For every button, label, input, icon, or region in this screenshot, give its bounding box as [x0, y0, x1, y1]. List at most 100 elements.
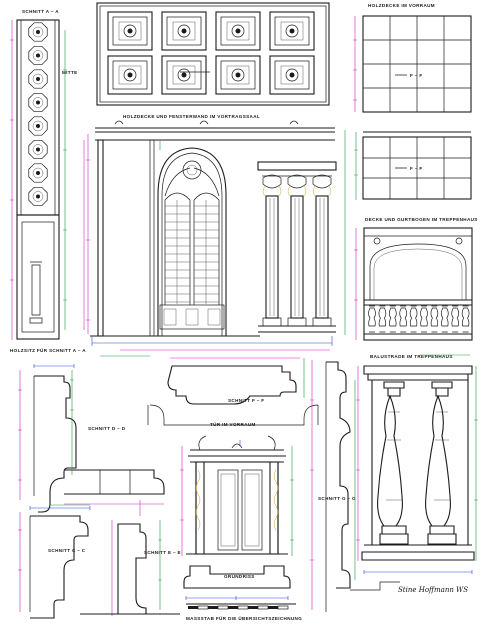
octagon-ornament — [28, 163, 48, 183]
schnitt-dd-label: SCHNITT D – D — [88, 426, 126, 431]
grundriss-label: GRUNDRISS — [224, 574, 255, 579]
coffer-rosette — [231, 24, 245, 38]
ceiling-coffer-grid — [107, 11, 315, 95]
rosette-center — [36, 100, 40, 105]
rosette-ornament — [32, 191, 44, 202]
artist-signature: Stine Hoffmann WS — [398, 586, 468, 594]
gurtbogen-baluster-row — [368, 305, 470, 333]
column-shaft — [265, 195, 279, 319]
coffer-rosette-center — [127, 72, 133, 78]
scale-segment — [268, 606, 278, 609]
corinthian-column-row — [262, 174, 332, 327]
coffer-frame — [107, 11, 153, 51]
rosette-ornament — [32, 167, 44, 179]
coffer-rosette-center — [289, 72, 295, 78]
coffer-rosette-center — [235, 28, 241, 34]
coffer-rosette — [177, 24, 191, 38]
schnitt-dd-panel: SCHNITT D – D — [18, 364, 165, 513]
scale-segment — [248, 606, 258, 609]
rosette-center — [36, 77, 40, 81]
coffer-frame — [269, 55, 315, 95]
scale-segment — [208, 606, 218, 609]
column-capital — [262, 174, 282, 189]
rosette-center — [36, 147, 40, 152]
scale-segment — [257, 605, 269, 610]
small-baluster — [420, 305, 428, 333]
coffer-rosette — [177, 68, 191, 82]
coffer-panel — [226, 65, 250, 85]
column-base — [312, 317, 332, 327]
coffer-rosette — [123, 24, 137, 38]
coffer-frame — [269, 11, 315, 51]
vorraum-section-grid — [363, 137, 471, 199]
mitte-label: MITTE — [62, 70, 78, 75]
small-baluster — [399, 305, 408, 333]
coffer-inner — [112, 16, 148, 46]
holzdecke-fensterwand-label: HOLZDECKE UND FENSTERWAND IM VORTRAGSSAA… — [123, 114, 260, 119]
column-shaft — [315, 195, 329, 319]
schnitt-gg-panel: SCHNITT G – G — [310, 360, 356, 612]
holzdecke-vorraum-label: HOLZDECKE IM VORRAUM — [368, 3, 435, 8]
capital-volute — [287, 185, 307, 197]
vorraum-ceiling-grid — [363, 16, 471, 112]
ff-marker-top: F – F — [410, 73, 422, 78]
rosette-center — [36, 53, 40, 58]
schnitt-cc-panel: SCHNITT C – C — [18, 506, 91, 619]
coffer-rosette-center — [289, 28, 295, 34]
coffer-frame — [107, 55, 153, 95]
scale-segment — [237, 605, 249, 610]
scale-segment — [217, 605, 229, 610]
small-baluster — [461, 305, 470, 333]
rosette-center — [36, 171, 40, 175]
tuer-vorraum-panel: TÜR IM VORRAUM GRUNDRISS MASSSTAB FÜR DI… — [180, 421, 302, 621]
small-baluster — [430, 305, 439, 333]
window-wall-panel — [86, 120, 346, 346]
coffer-frame — [161, 55, 207, 95]
coffer-panel — [118, 65, 142, 85]
balustrade-label: BALUSTRADE IM TREPPENHAUS — [370, 354, 453, 359]
small-baluster — [440, 305, 449, 333]
coffer-inner — [274, 16, 310, 46]
schnitt-aa-label: SCHNITT A – A — [22, 9, 59, 14]
octagon-ornament — [28, 45, 48, 66]
coffer-rosette-center — [181, 28, 187, 34]
rosette-center — [36, 194, 40, 199]
coffer-panel — [280, 21, 304, 41]
window-glazing-grid — [165, 200, 219, 304]
coffer-inner — [166, 16, 202, 46]
coffer-panel — [172, 21, 196, 41]
dimension-tick-marks — [50, 140, 470, 516]
coffer-frame — [215, 11, 261, 51]
coffer-frame — [161, 11, 207, 51]
schnitt-ff-label: SCHNITT F – F — [228, 398, 264, 403]
rosette-ornament — [32, 50, 44, 61]
coffer-rosette — [231, 68, 245, 82]
coffer-inner — [166, 60, 202, 90]
holzdecke-vorraum-panel: HOLZDECKE IM VORRAUM F – F F – F — [353, 3, 472, 200]
ff-marker-mid: F – F — [410, 166, 422, 171]
rosette-ornament — [32, 144, 44, 155]
rosette-center — [36, 124, 40, 128]
coffer-panel — [226, 21, 250, 41]
coffered-ceiling-panel: HOLZDECKE UND FENSTERWAND IM VORTRAGSSAA… — [96, 2, 330, 119]
coffer-rosette-center — [127, 28, 133, 34]
balustrade-panel: BALUSTRADE IM TREPPENHAUS Stine Hoffmann… — [350, 354, 478, 594]
scale-segment — [188, 606, 198, 609]
column-shaft — [290, 195, 304, 319]
scale-segment — [197, 605, 209, 610]
schnitt-ff-panel: SCHNITT F – F — [147, 357, 319, 426]
baluster-ring — [434, 411, 450, 501]
coffer-rosette — [285, 24, 299, 38]
schnitt-gg-label: SCHNITT G – G — [318, 496, 356, 501]
coffer-rosette — [285, 68, 299, 82]
coffer-inner — [112, 60, 148, 90]
column-capital — [312, 174, 332, 189]
coffer-inner — [220, 16, 256, 46]
octagon-ornament — [28, 92, 48, 113]
rosette-ornament — [32, 26, 44, 38]
tuer-vorraum-label: TÜR IM VORRAUM — [210, 421, 256, 427]
scale-segment — [277, 605, 289, 610]
octagon-ornament — [28, 116, 48, 136]
octagon-ornament — [28, 139, 48, 160]
